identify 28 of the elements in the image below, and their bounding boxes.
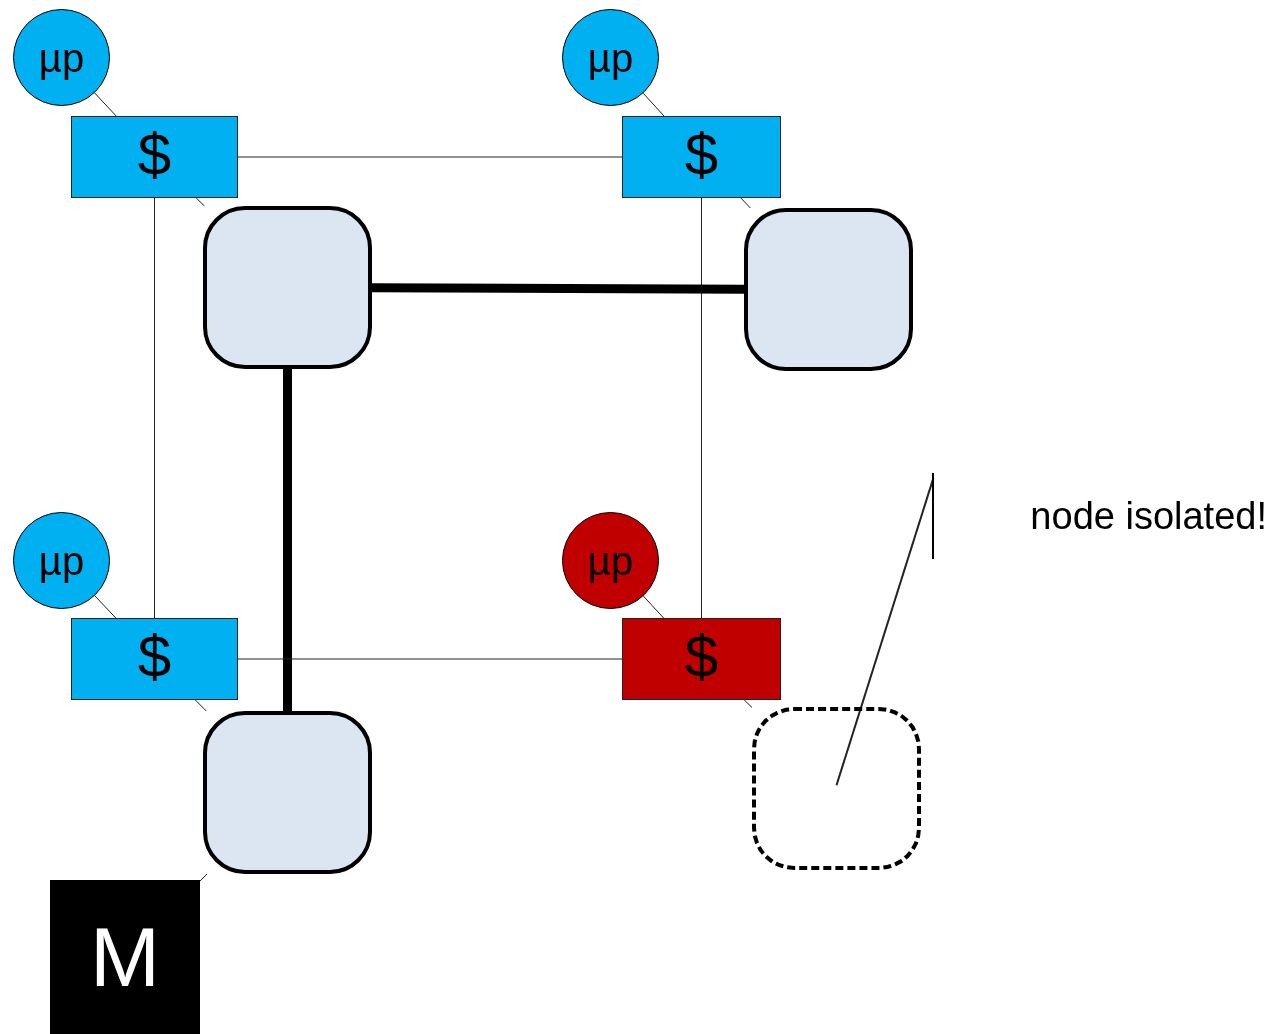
link-line bbox=[94, 92, 117, 117]
memory-box: M bbox=[50, 880, 200, 1034]
link-line bbox=[701, 197, 702, 619]
link-line bbox=[94, 595, 117, 619]
link-line bbox=[642, 595, 665, 619]
link-line bbox=[154, 197, 155, 619]
processor-circle: µp bbox=[562, 9, 659, 106]
cache-box: $ bbox=[71, 116, 238, 198]
node-box bbox=[203, 711, 372, 874]
cache-box: $ bbox=[71, 618, 238, 700]
link-line bbox=[195, 197, 205, 207]
node-box bbox=[752, 707, 921, 870]
link-line bbox=[237, 156, 623, 158]
node-box bbox=[744, 208, 913, 371]
cache-box: $ bbox=[622, 618, 781, 700]
callout-note: node isolated! bbox=[932, 473, 1267, 559]
link-line bbox=[194, 699, 207, 712]
link-line bbox=[237, 658, 623, 660]
link-line bbox=[743, 699, 753, 708]
thick-link bbox=[283, 369, 292, 711]
processor-circle: µp bbox=[13, 9, 110, 106]
link-line bbox=[740, 197, 751, 209]
cache-box: $ bbox=[622, 116, 781, 198]
node-box bbox=[203, 206, 372, 369]
processor-circle: µp bbox=[13, 512, 110, 609]
link-line bbox=[642, 92, 665, 117]
thick-link bbox=[371, 283, 745, 294]
processor-circle: µp bbox=[562, 512, 659, 609]
